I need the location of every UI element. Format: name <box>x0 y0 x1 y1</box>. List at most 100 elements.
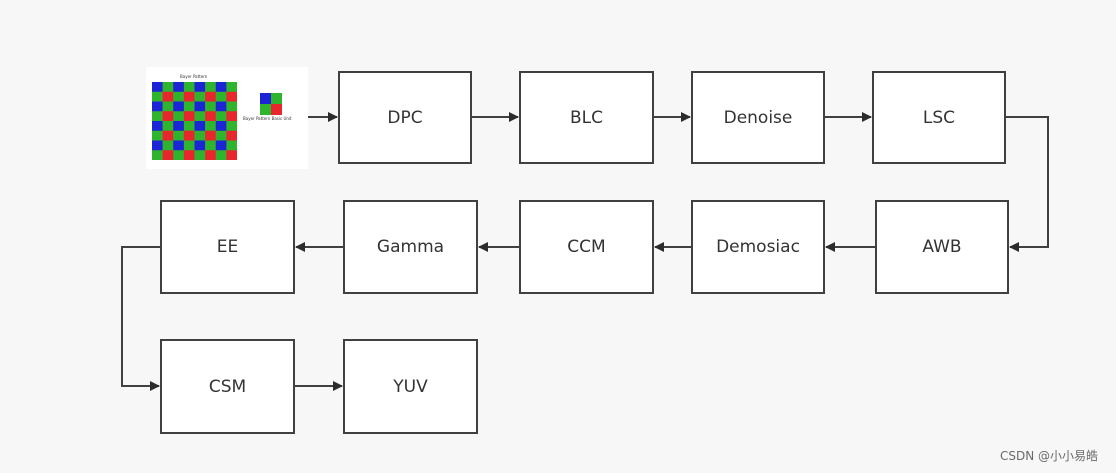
stage-blc: BLC <box>519 71 654 164</box>
arrow-lsc-to-awb <box>1006 116 1049 252</box>
stage-label: CCM <box>567 237 606 257</box>
bayer-cell <box>152 91 163 102</box>
stage-yuv: YUV <box>343 339 478 434</box>
stage-label: CSM <box>208 376 247 397</box>
bayer-basic-unit <box>260 93 282 115</box>
bayer-basic-unit-label: Bayer Pattern Basic Unit <box>243 116 292 121</box>
stage-label: YUV <box>393 376 428 397</box>
bayer-cell <box>194 121 206 132</box>
bayer-cell <box>152 111 163 122</box>
bayer-cell <box>173 150 185 160</box>
bayer-cell <box>173 91 185 102</box>
arrow-ee-to-csm <box>121 246 160 391</box>
bayer-cell <box>152 130 163 141</box>
bayer-cell <box>226 140 237 151</box>
bayer-cell <box>173 140 185 151</box>
bayer-cell <box>183 111 195 122</box>
bayer-cell <box>162 91 174 102</box>
stage-label: EE <box>216 237 239 257</box>
bayer-cell <box>183 150 195 160</box>
bayer-cell <box>173 111 185 122</box>
stage-denoise: Denoise <box>691 71 825 164</box>
bayer-cell <box>205 121 217 132</box>
bayer-cell <box>226 150 237 160</box>
bayer-cell <box>173 130 185 141</box>
bayer-cell <box>183 91 195 102</box>
bayer-pattern-image: Bayer Pattern Bayer Pattern Basic Unit <box>146 67 308 169</box>
bayer-cell <box>173 121 185 132</box>
bayer-cell <box>162 140 174 151</box>
bayer-cell <box>194 150 206 160</box>
stage-label: Demosiac <box>716 237 800 257</box>
stage-label: LSC <box>922 107 956 128</box>
stage-lsc: LSC <box>872 71 1006 164</box>
bayer-cell <box>226 101 237 112</box>
bayer-cell <box>215 121 227 132</box>
bayer-cell <box>226 91 237 102</box>
bayer-cell <box>194 140 206 151</box>
bayer-cell <box>183 101 195 112</box>
bayer-unit-cell <box>271 93 282 104</box>
bayer-cell <box>215 130 227 141</box>
bayer-unit-cell <box>260 93 271 104</box>
bayer-cell <box>205 140 217 151</box>
bayer-cell <box>162 130 174 141</box>
bayer-pattern-label: Bayer Pattern <box>180 74 208 79</box>
bayer-cell <box>152 121 163 132</box>
bayer-cell <box>183 82 195 93</box>
bayer-cell <box>162 82 174 93</box>
bayer-cell <box>215 140 227 151</box>
stage-label: BLC <box>569 107 603 128</box>
bayer-unit-cell <box>271 104 282 115</box>
bayer-cell <box>152 150 163 160</box>
bayer-cell <box>205 150 217 160</box>
stage-demosiac: Demosiac <box>691 200 825 294</box>
stage-label: Gamma <box>376 237 445 257</box>
bayer-cell <box>162 111 174 122</box>
bayer-cell <box>162 121 174 132</box>
stage-ee: EE <box>160 200 295 294</box>
bayer-cell <box>215 101 227 112</box>
bayer-unit-cell <box>260 104 271 115</box>
bayer-cell <box>194 130 206 141</box>
bayer-cell <box>173 101 185 112</box>
bayer-cell <box>183 121 195 132</box>
bayer-cell <box>194 111 206 122</box>
bayer-cell <box>152 101 163 112</box>
bayer-cell <box>152 140 163 151</box>
bayer-cell <box>215 150 227 160</box>
bayer-cell <box>226 82 237 93</box>
stage-csm: CSM <box>160 339 295 434</box>
bayer-cell <box>194 101 206 112</box>
watermark: CSDN @小小易皓 <box>1000 449 1099 463</box>
bayer-cell <box>194 82 206 93</box>
bayer-cell <box>152 82 163 93</box>
bayer-cell <box>226 130 237 141</box>
stage-gamma: Gamma <box>343 200 478 294</box>
bayer-cell <box>162 101 174 112</box>
stage-label: AWB <box>922 237 962 257</box>
stage-label: DPC <box>387 107 423 128</box>
stage-awb: AWB <box>875 200 1009 294</box>
bayer-cell <box>205 130 217 141</box>
bayer-cell <box>205 91 217 102</box>
stage-ccm: CCM <box>519 200 654 294</box>
bayer-cell <box>173 82 185 93</box>
bayer-cell <box>226 111 237 122</box>
bayer-cell <box>215 111 227 122</box>
bayer-cell <box>194 91 206 102</box>
bayer-cell <box>215 91 227 102</box>
bayer-cell <box>183 130 195 141</box>
stage-dpc: DPC <box>338 71 472 164</box>
bayer-cell <box>226 121 237 132</box>
bayer-cell <box>215 82 227 93</box>
bayer-cell <box>205 101 217 112</box>
bayer-cell <box>205 111 217 122</box>
bayer-cell <box>205 82 217 93</box>
stage-label: Denoise <box>723 107 793 128</box>
bayer-cell <box>162 150 174 160</box>
bayer-pattern-grid <box>152 82 237 160</box>
bayer-cell <box>183 140 195 151</box>
